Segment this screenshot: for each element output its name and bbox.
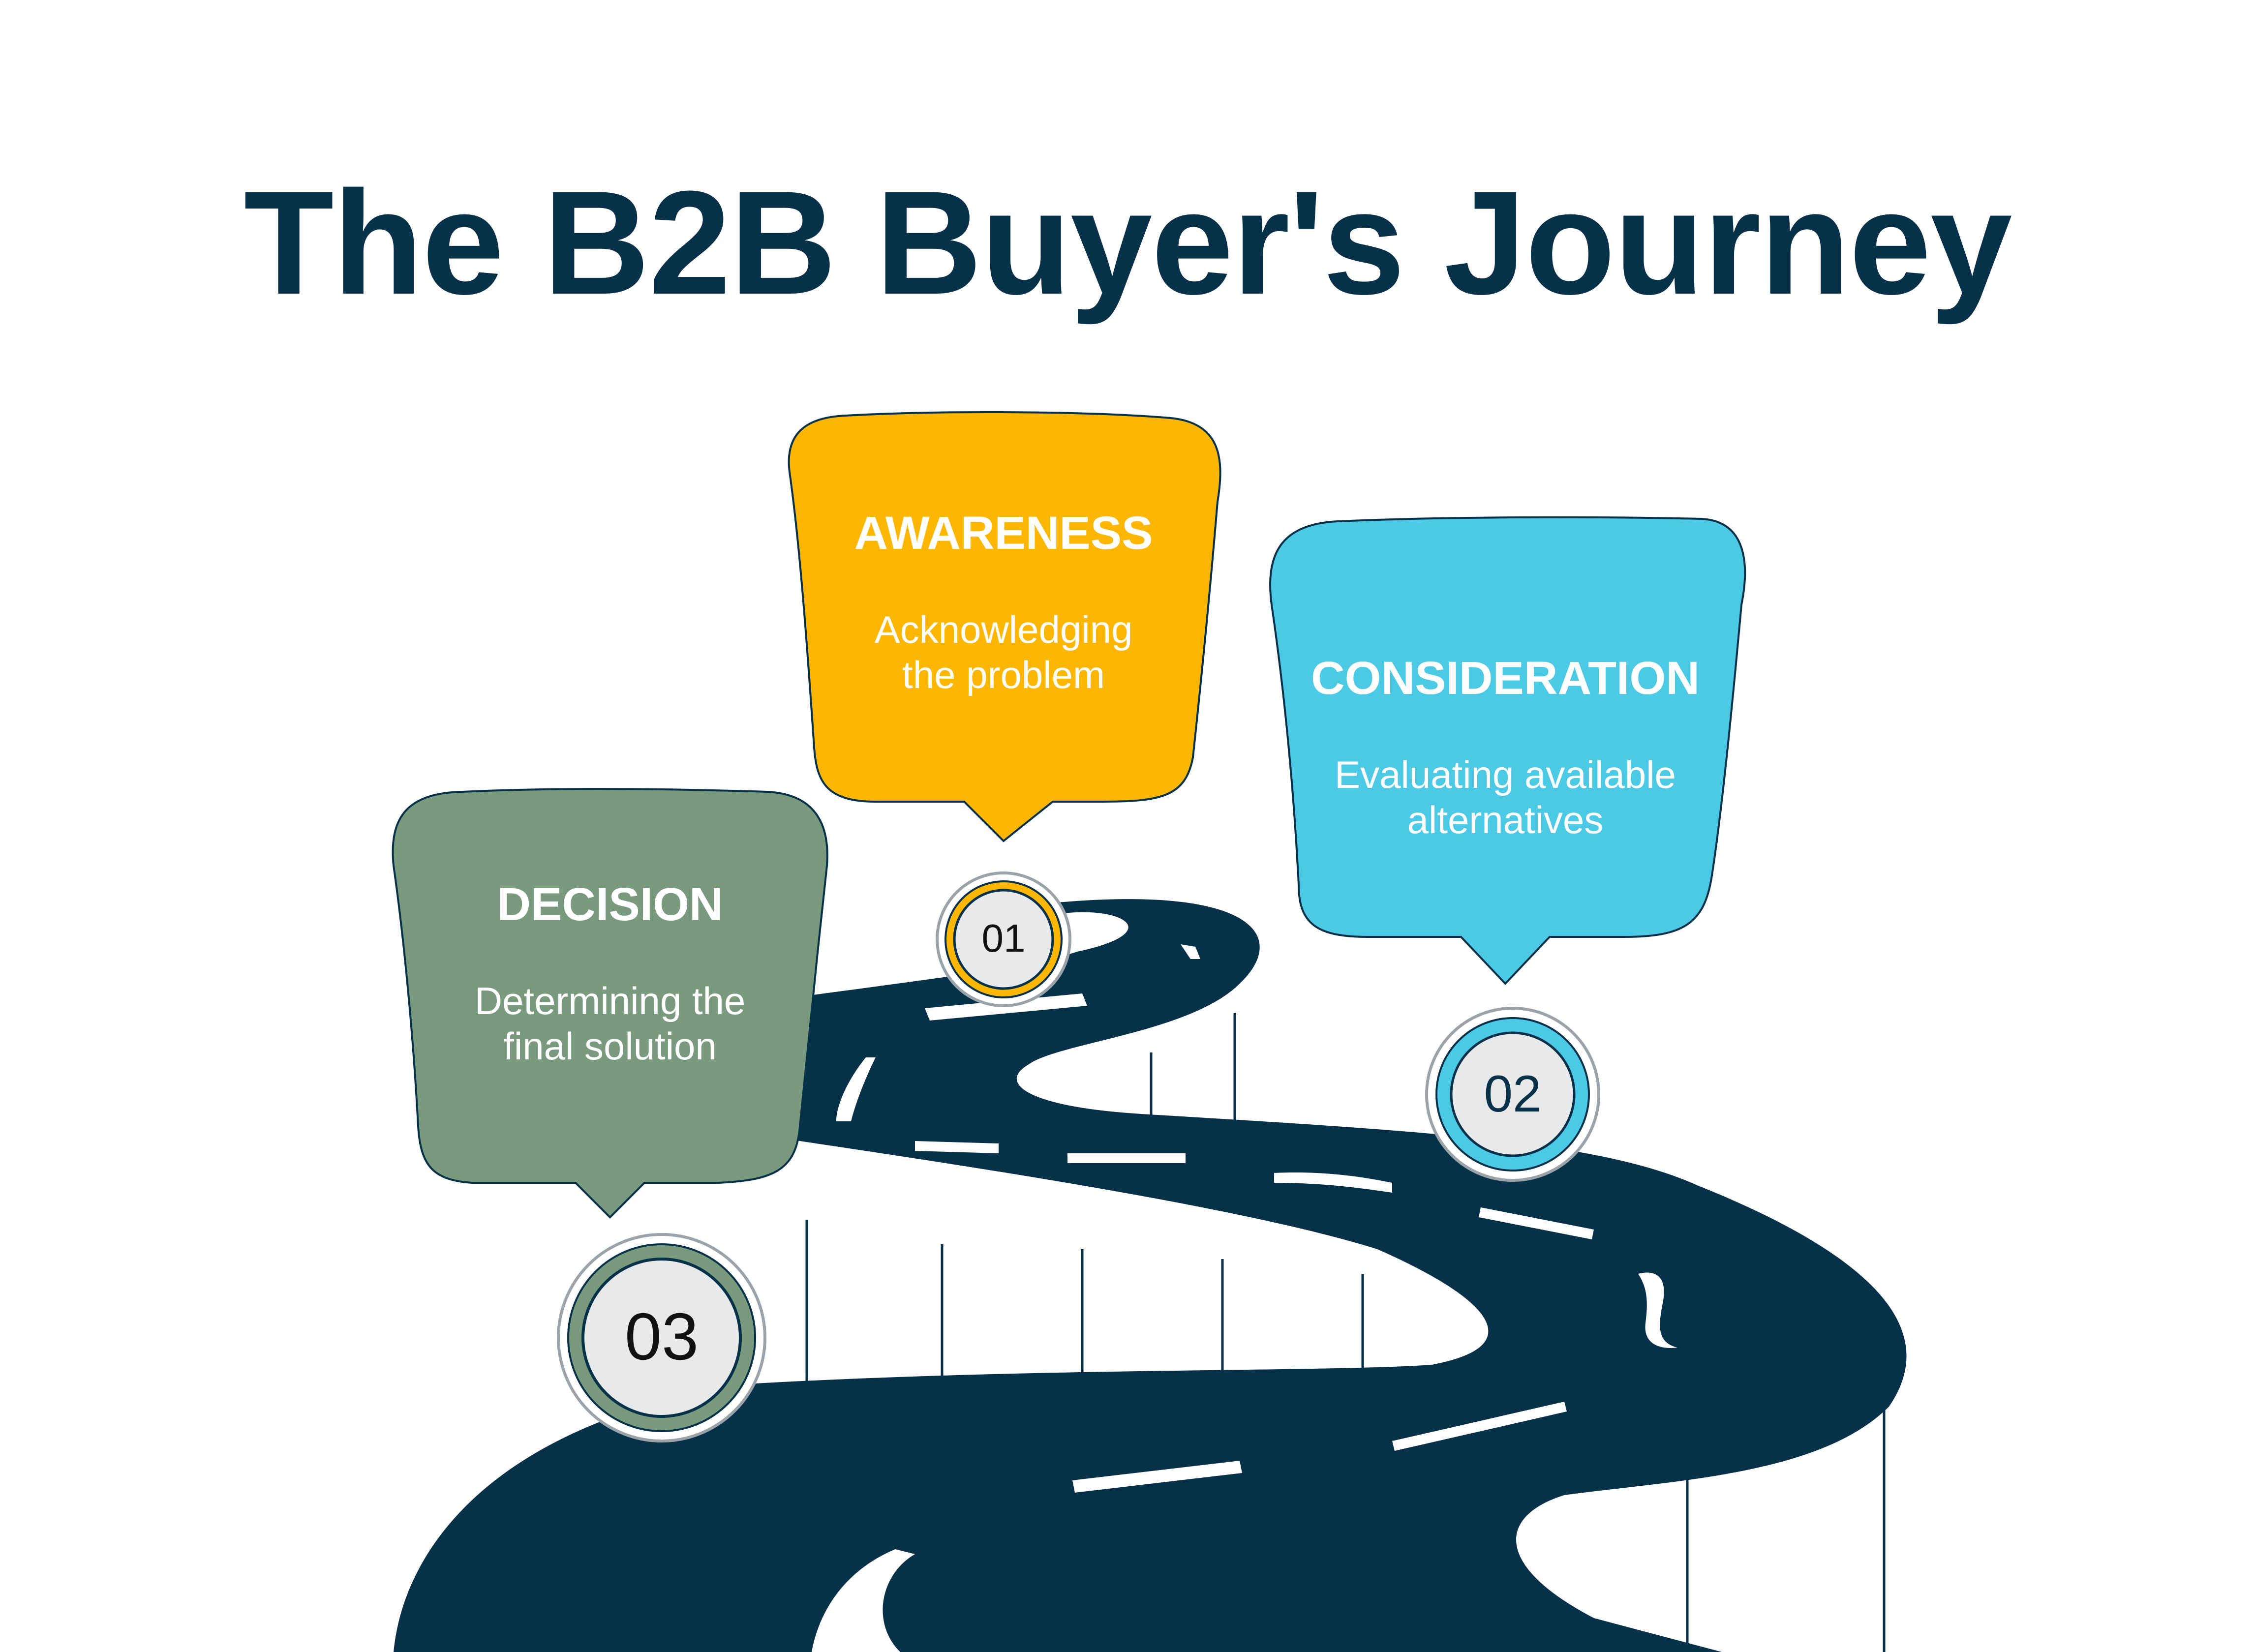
marker-01-number: 01 <box>981 916 1026 960</box>
consideration-description: Evaluating available alternatives <box>1279 752 1732 842</box>
marker-02-number: 02 <box>1484 1065 1542 1123</box>
consideration-description-line-1: Evaluating available <box>1335 753 1676 796</box>
decision-description-line-1: Determining the <box>474 979 746 1022</box>
marker-03 <box>557 1233 766 1442</box>
awareness-description: Acknowledging the problem <box>807 607 1200 697</box>
marker-01 <box>936 871 1071 1007</box>
marker-02 <box>1425 1007 1600 1182</box>
awareness-description-line-2: the problem <box>902 653 1105 697</box>
awareness-bubble <box>788 411 1221 842</box>
awareness-description-line-1: Acknowledging <box>874 608 1133 651</box>
decision-description-line-2: final solution <box>503 1024 717 1068</box>
awareness-text-block: AWARENESS Acknowledging the problem <box>807 507 1200 697</box>
awareness-label: AWARENESS <box>854 507 1153 559</box>
marker-03-number: 03 <box>624 1299 699 1374</box>
page-title: The B2B Buyer's Journey <box>244 160 2012 325</box>
decision-label: DECISION <box>497 878 723 931</box>
decision-description: Determining the final solution <box>413 978 807 1069</box>
consideration-description-line-2: alternatives <box>1407 798 1604 842</box>
consideration-text-block: CONSIDERATION Evaluating available alter… <box>1279 652 1732 842</box>
lane-markings <box>836 944 1677 1493</box>
decision-bubble <box>392 788 828 1219</box>
consideration-bubble <box>1269 516 1746 985</box>
consideration-label: CONSIDERATION <box>1311 652 1700 704</box>
decision-text-block: DECISION Determining the final solution <box>413 878 807 1069</box>
